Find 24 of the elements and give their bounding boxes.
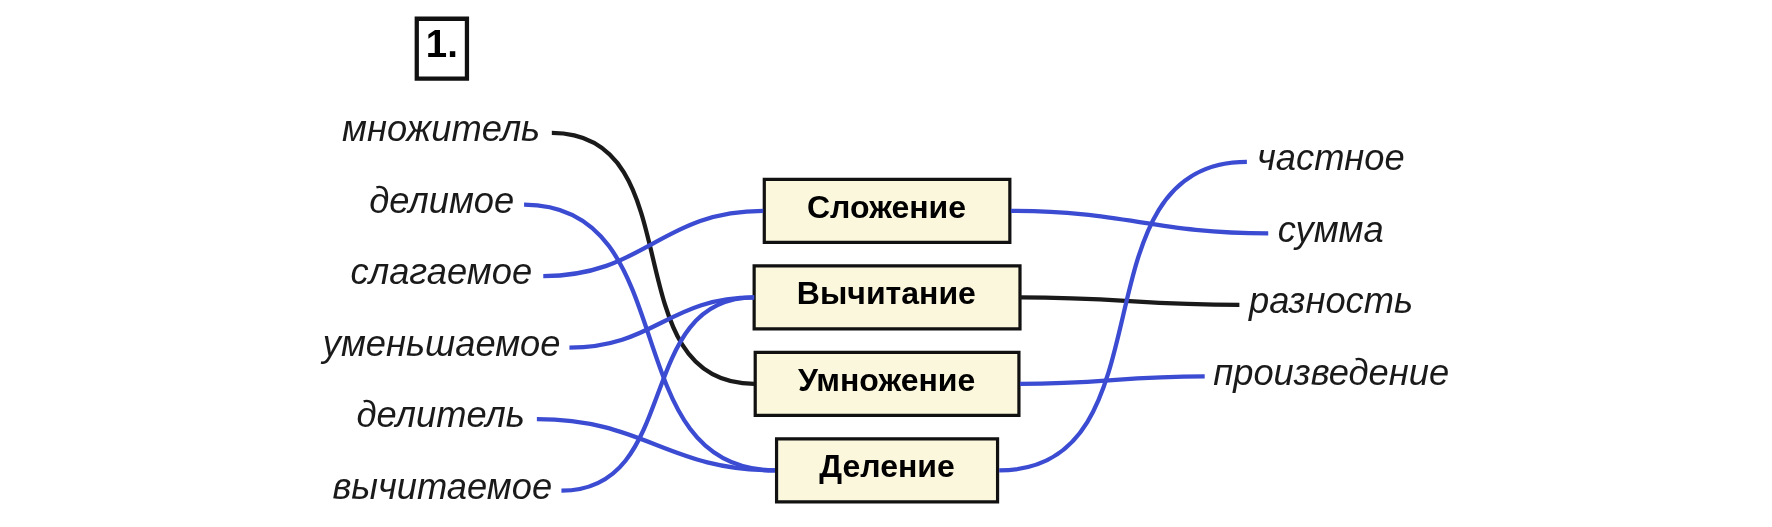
node-box: Умножение xyxy=(753,350,1021,417)
connector xyxy=(1010,208,1269,236)
node-box: Сложение xyxy=(762,177,1012,244)
node-text: произведение xyxy=(1213,351,1450,393)
node-text: частное xyxy=(1257,137,1405,179)
label: 1. xyxy=(425,21,458,65)
connector xyxy=(543,208,764,279)
connector xyxy=(1019,374,1205,386)
node-text: делитель xyxy=(356,394,525,436)
connector xyxy=(1019,295,1240,307)
node-text: уменьшаемое xyxy=(322,322,561,364)
node-text: делимое xyxy=(369,179,515,221)
node-text: множитель xyxy=(342,108,541,150)
node-text: разность xyxy=(1249,280,1414,322)
node-box: Деление xyxy=(774,437,1000,504)
connector xyxy=(536,416,776,473)
node-text: сумма xyxy=(1277,208,1384,250)
connector xyxy=(561,295,755,493)
connector xyxy=(998,159,1248,473)
connector xyxy=(551,130,755,386)
node-text: слагаемое xyxy=(350,251,533,293)
connector xyxy=(523,202,776,473)
node-text: вычитаемое xyxy=(332,465,553,507)
node-box: Вычитание xyxy=(752,264,1022,331)
